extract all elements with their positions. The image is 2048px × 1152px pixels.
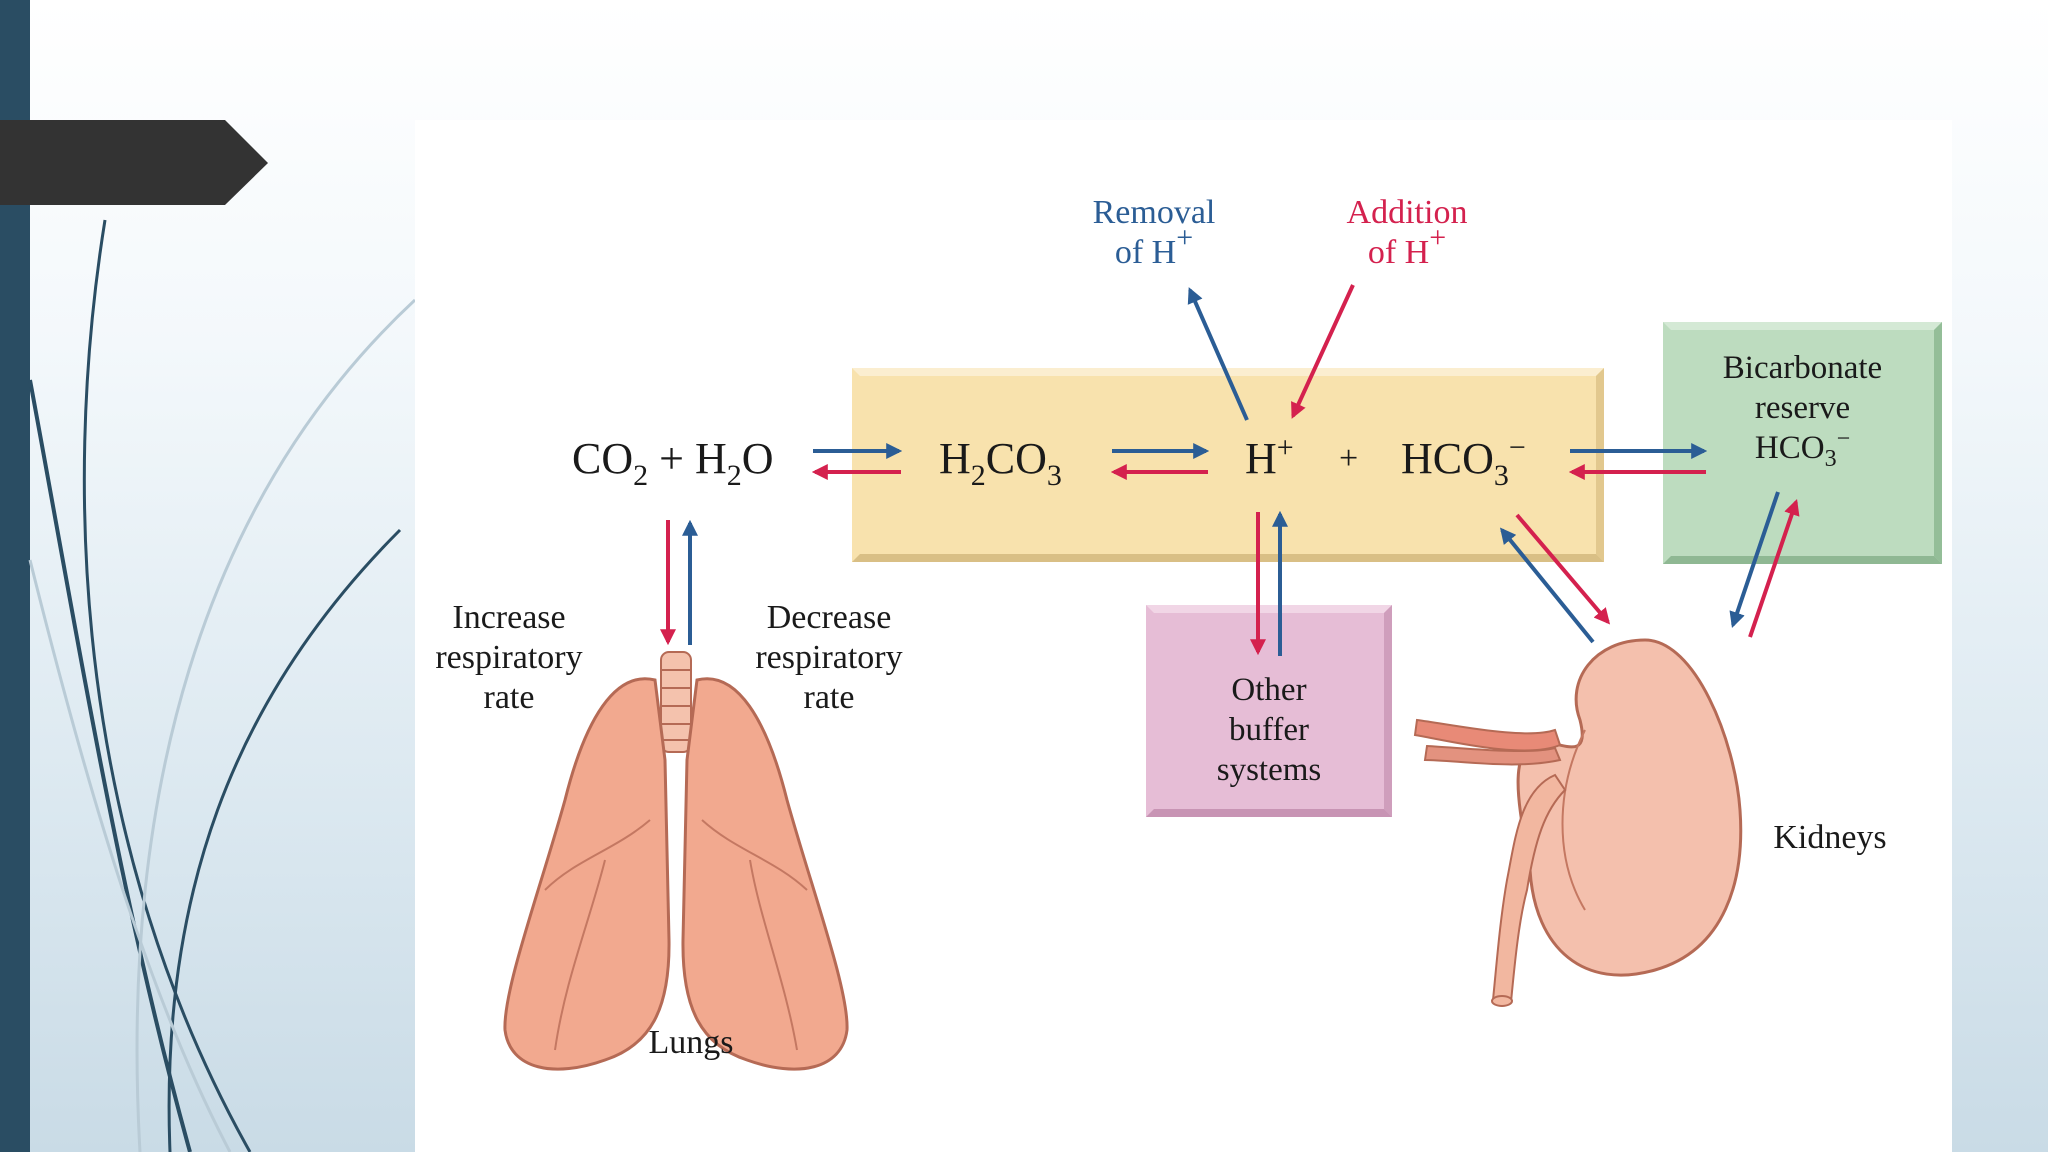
addition-arrow	[1291, 284, 1355, 419]
reserve-down-arrow	[1729, 491, 1780, 629]
increase-respiratory-label: Increase respiratory rate	[435, 599, 583, 716]
decorative-curves	[28, 219, 415, 1152]
bicarbonate-reserve-label: Bicarbonate reserve HCO3−	[1722, 350, 1883, 472]
reserve-up-arrow	[1748, 498, 1800, 638]
plus-sign: +	[1339, 440, 1359, 477]
kidney-illustration	[1413, 638, 1743, 1007]
lungs-illustration	[503, 651, 849, 1071]
bicarbonate-ion-formula: HCO3−	[1401, 431, 1526, 492]
kidney-down-arrow	[1515, 513, 1611, 625]
kidneys-label: Kidneys	[1773, 819, 1887, 856]
bicarbonate-reserve-box	[1663, 322, 1942, 564]
title-tab	[0, 120, 268, 205]
addition-label: Addition of H+	[1346, 194, 1468, 271]
co2-h2o-formula: CO2 + H2O	[572, 434, 774, 492]
other-buffer-systems-label: Other buffer systems	[1216, 672, 1322, 788]
diagram-graphics	[503, 284, 1942, 1071]
carbonic-acid-formula: H2CO3	[939, 434, 1062, 492]
hydrogen-ion-formula: H+	[1245, 431, 1294, 483]
decrease-respiratory-label: Decrease respiratory rate	[755, 599, 903, 716]
kidney-up-arrow	[1499, 527, 1595, 644]
lungs-label: Lungs	[648, 1024, 734, 1061]
removal-arrow	[1187, 287, 1249, 421]
buffer-diagram-figure: Removal of H+ Addition of H+ CO2 + H2O H…	[415, 120, 1952, 1152]
removal-label: Removal of H+	[1092, 194, 1216, 271]
other-buffer-systems-box	[1146, 605, 1392, 817]
